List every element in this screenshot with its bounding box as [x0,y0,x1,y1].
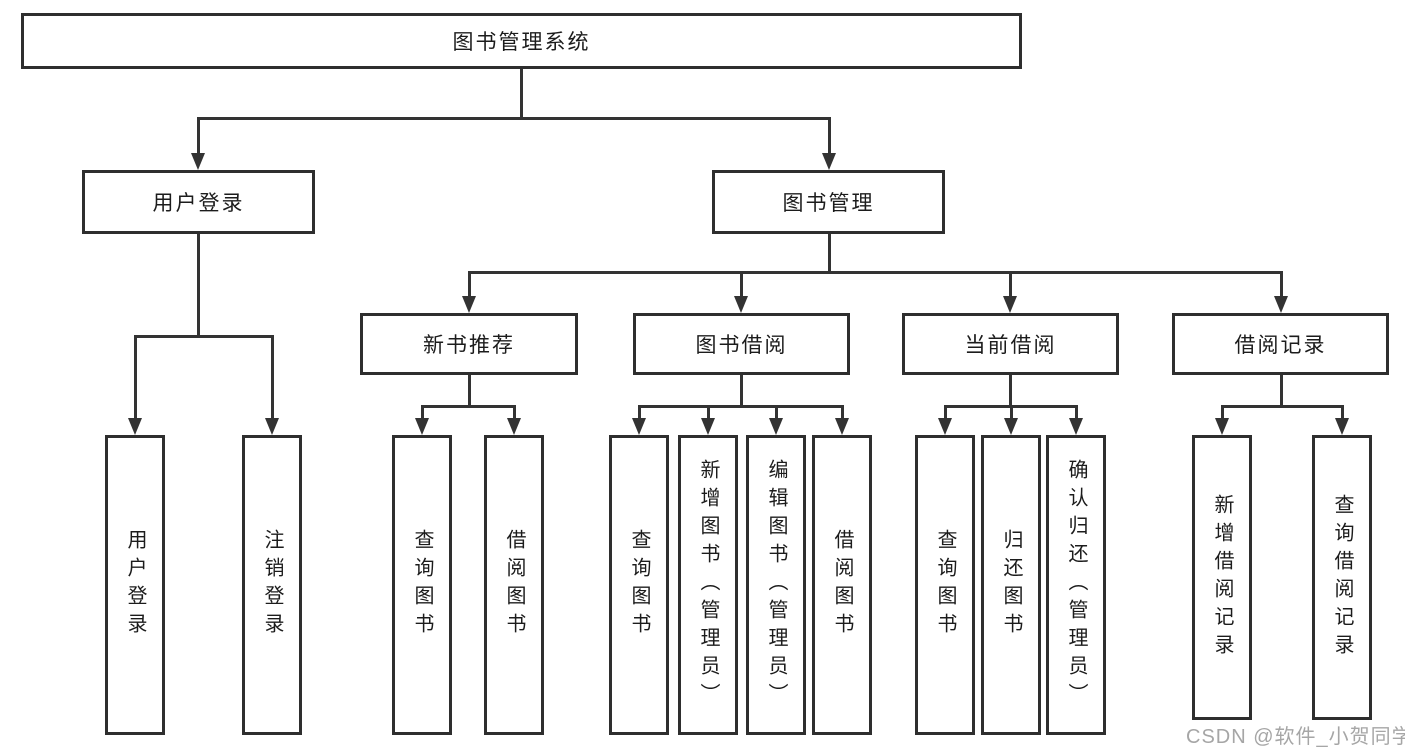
leaf-query-books-borrowing-label: 查询图书 [628,529,650,641]
connector-bar [134,335,274,338]
connector-stem [1009,375,1012,407]
leaf-add-book-admin-label: 新增图书（管理员） [697,459,719,711]
arrowhead-down-icon [1003,296,1017,313]
node-book-management-label: 图书管理 [782,192,875,215]
node-user-login-label: 用户登录 [152,192,245,215]
leaf-confirm-return-admin: 确认归还（管理员） [1046,435,1106,735]
connector-bar [468,271,1283,274]
node-borrow-records: 借阅记录 [1172,313,1389,375]
node-borrow-records-label: 借阅记录 [1234,334,1327,357]
connector-stem [828,234,831,273]
connector-branch [513,405,516,420]
connector-branch [1280,271,1283,298]
connector-branch [134,335,137,420]
node-current-borrowing: 当前借阅 [902,313,1119,375]
leaf-user-login-label: 用户登录 [124,529,146,641]
leaf-logout: 注销登录 [242,435,302,735]
arrowhead-down-icon [1069,418,1083,435]
arrowhead-down-icon [938,418,952,435]
connector-branch [1075,405,1078,420]
connector-stem [197,234,200,337]
arrowhead-down-icon [128,418,142,435]
leaf-borrow-books-label: 借阅图书 [831,529,853,641]
node-new-book-recommend-label: 新书推荐 [423,334,515,357]
arrowhead-down-icon [701,418,715,435]
connector-bar [638,405,844,408]
arrowhead-down-icon [632,418,646,435]
connector-bar [197,117,831,120]
leaf-logout-label: 注销登录 [261,529,283,641]
leaf-query-books-recommend: 查询图书 [392,435,452,735]
arrowhead-down-icon [265,418,279,435]
node-user-login: 用户登录 [82,170,315,234]
leaf-confirm-return-admin-label: 确认归还（管理员） [1065,459,1087,711]
connector-branch [1341,405,1344,420]
arrowhead-down-icon [415,418,429,435]
arrowhead-down-icon [822,153,836,170]
connector-branch [638,405,641,420]
connector-bar [1221,405,1344,408]
arrowhead-down-icon [734,296,748,313]
connector-branch [740,271,743,298]
leaf-query-books-recommend-label: 查询图书 [411,529,433,641]
leaf-borrow-books-recommend: 借阅图书 [484,435,544,735]
arrowhead-down-icon [507,418,521,435]
arrowhead-down-icon [462,296,476,313]
leaf-query-borrow-record: 查询借阅记录 [1312,435,1372,720]
watermark: CSDN @软件_小贺同学 [1186,726,1405,747]
connector-branch [944,405,947,420]
leaf-user-login: 用户登录 [105,435,165,735]
node-library-system-label: 图书管理系统 [452,31,591,54]
leaf-query-borrow-record-label: 查询借阅记录 [1331,493,1353,662]
leaf-borrow-books: 借阅图书 [812,435,872,735]
connector-branch [775,405,778,420]
connector-stem [740,375,743,407]
arrowhead-down-icon [1215,418,1229,435]
leaf-edit-book-admin-label: 编辑图书（管理员） [765,459,787,711]
arrowhead-down-icon [769,418,783,435]
connector-branch [421,405,424,420]
arrowhead-down-icon [835,418,849,435]
connector-branch [468,271,471,298]
connector-branch [197,117,200,155]
connector-stem [1280,375,1283,407]
leaf-add-book-admin: 新增图书（管理员） [678,435,738,735]
connector-branch [828,117,831,155]
arrowhead-down-icon [1274,296,1288,313]
connector-stem [520,69,523,118]
connector-branch [1010,405,1013,420]
connector-branch [1221,405,1224,420]
leaf-edit-book-admin: 编辑图书（管理员） [746,435,806,735]
connector-branch [707,405,710,420]
node-new-book-recommend: 新书推荐 [360,313,578,375]
arrowhead-down-icon [1004,418,1018,435]
arrowhead-down-icon [1335,418,1349,435]
arrowhead-down-icon [191,153,205,170]
node-current-borrowing-label: 当前借阅 [964,334,1057,357]
leaf-return-book: 归还图书 [981,435,1041,735]
connector-bar [421,405,516,408]
connector-branch [1009,271,1012,298]
leaf-query-books-borrowing: 查询图书 [609,435,669,735]
node-book-management: 图书管理 [712,170,945,234]
node-library-system: 图书管理系统 [21,13,1022,69]
leaf-add-borrow-record-label: 新增借阅记录 [1211,493,1233,662]
connector-branch [271,335,274,420]
connector-stem [468,375,471,407]
node-book-borrowing-label: 图书借阅 [695,334,788,357]
leaf-return-book-label: 归还图书 [1000,529,1022,641]
leaf-borrow-books-recommend-label: 借阅图书 [503,529,525,641]
node-book-borrowing: 图书借阅 [633,313,850,375]
connector-branch [841,405,844,420]
leaf-query-books-current-label: 查询图书 [934,529,956,641]
leaf-query-books-current: 查询图书 [915,435,975,735]
leaf-add-borrow-record: 新增借阅记录 [1192,435,1252,720]
